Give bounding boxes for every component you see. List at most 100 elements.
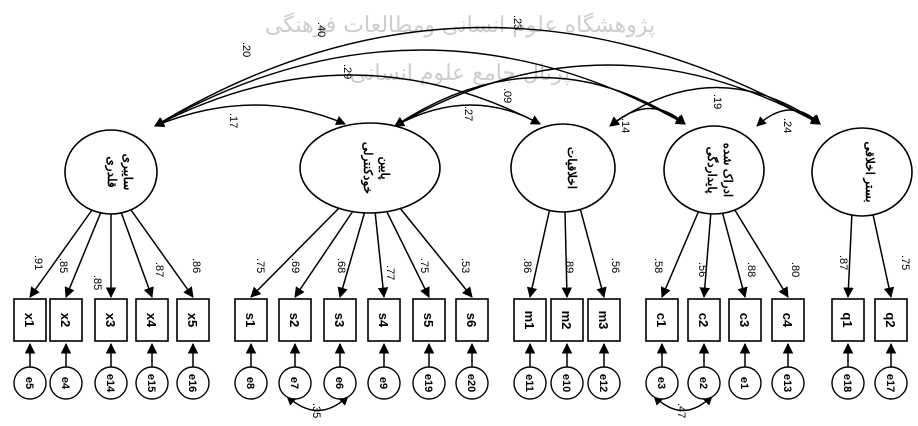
corr-curve-f3-f5 — [609, 86, 821, 127]
error-circle-e19 — [412, 366, 446, 400]
observed-box-s6 — [455, 298, 489, 342]
watermark-line-1: پژوهشگاه علوم انسانی ومطالعات فرهنگی — [265, 12, 655, 38]
corr-curve-f2-f5 — [394, 64, 821, 127]
loading-arrow — [843, 211, 854, 299]
loading-m2: .89 — [563, 258, 575, 273]
error-circle-e2 — [687, 366, 721, 400]
watermark-line-2: پرتال جامع علوم انسانی — [350, 61, 570, 86]
corr-label-f1-f3: .29 — [341, 64, 353, 79]
loading-q2: .75 — [899, 255, 911, 270]
observed-label-s6: s6 — [464, 313, 479, 327]
loading-arrow — [721, 210, 748, 299]
latent-label-line-2: ادراک شده — [720, 143, 735, 198]
error-circle-e3 — [645, 366, 679, 400]
loading-q1: .87 — [837, 255, 849, 270]
error-circle-e15 — [135, 366, 169, 400]
loading-arrow — [699, 210, 712, 299]
observed-label-m2: m2 — [559, 311, 574, 330]
observed-box-s3 — [323, 298, 357, 342]
observed-label-m1: m1 — [522, 311, 537, 330]
error-label-e7: e7 — [288, 377, 300, 389]
error-label-e17: e17 — [884, 374, 896, 392]
loading-s5: .75 — [418, 258, 430, 273]
loading-arrow — [294, 207, 356, 298]
observed-label-s1: s1 — [243, 313, 258, 327]
loading-x5: .86 — [190, 258, 202, 273]
observed-box-m2 — [550, 298, 584, 342]
loading-x2: .85 — [57, 258, 69, 273]
error-circle-e6 — [323, 366, 357, 400]
loading-arrow — [29, 209, 93, 298]
error-covariance-e7-e6 — [286, 395, 349, 412]
corr-curve-f4-f5 — [756, 109, 821, 127]
loading-c1: .58 — [652, 258, 664, 273]
observed-label-q1: q1 — [840, 312, 855, 327]
observed-box-m3 — [587, 298, 621, 342]
corr-label-f2-f5: .23 — [511, 15, 523, 30]
observed-box-c4 — [771, 298, 805, 342]
loading-arrow — [660, 207, 701, 298]
latent-ellipse — [811, 127, 913, 217]
error-label-e4: e4 — [59, 377, 71, 390]
error-circle-e14 — [94, 366, 128, 400]
observed-variables: x1 x2 x3 x4 x5 s1 s2 s3 s4 s5 s6 m1 m2 m… — [13, 298, 908, 342]
loading-arrow — [130, 209, 194, 298]
loading-m3: .56 — [609, 258, 621, 273]
corr-curve-f2-f4 — [394, 76, 686, 127]
loading-arrow — [526, 207, 551, 299]
factor-ethics: اخلاقیات — [510, 123, 616, 299]
observed-label-x1: x1 — [22, 313, 37, 327]
loading-arrow — [120, 211, 154, 298]
loading-c3: .88 — [745, 262, 757, 277]
observed-label-s5: s5 — [421, 313, 436, 327]
loading-s4: .77 — [384, 265, 396, 280]
error-label-e6: e6 — [333, 377, 345, 389]
loading-arrow — [871, 209, 895, 299]
latent-correlations — [154, 26, 821, 128]
error-label-e18: e18 — [841, 374, 853, 392]
corr-label-f1-f4: .20 — [240, 42, 252, 57]
latent-ellipse — [663, 125, 765, 215]
factor-cyberbullying: قلدری سایبری — [29, 129, 194, 299]
latent-label-line-2: پایین — [377, 156, 392, 180]
error-label-e20: e20 — [465, 374, 477, 392]
observed-box-s2 — [278, 298, 312, 342]
loading-arrow — [394, 201, 473, 298]
loading-x3: .85 — [91, 275, 103, 290]
observed-label-m3: m3 — [596, 311, 611, 330]
loading-arrow — [374, 210, 389, 299]
factor-low-self-control: خودکنترلی پایین — [250, 122, 473, 299]
corr-label-f3-f4: .14 — [619, 118, 631, 133]
error-label-e13: e13 — [781, 374, 793, 392]
observed-box-x2 — [49, 298, 83, 342]
corr-curve-f1-f5 — [154, 26, 821, 127]
observed-label-x3: x3 — [103, 313, 118, 327]
observed-box-s5 — [412, 298, 446, 342]
observed-box-x1 — [13, 298, 47, 342]
observed-label-c1: c1 — [654, 313, 669, 327]
corr-curve-f1-f3 — [154, 74, 541, 127]
observed-box-x4 — [135, 298, 169, 342]
latent-label-line-1: پایداردگی — [704, 147, 720, 194]
loading-arrow — [384, 207, 430, 298]
observed-label-c2: c2 — [696, 313, 711, 327]
error-covariance-label-e3-e2: .47 — [675, 403, 687, 418]
observed-label-s2: s2 — [287, 313, 302, 327]
error-label-e15: e15 — [145, 374, 157, 392]
error-circle-e7 — [278, 366, 312, 400]
observed-box-x5 — [176, 298, 210, 342]
latent-label-line-1: قلدری — [104, 156, 119, 187]
error-circle-e9 — [367, 366, 401, 400]
error-label-e10: e10 — [560, 374, 572, 392]
error-circle-e16 — [176, 366, 210, 400]
latent-ellipse — [510, 123, 616, 213]
loading-arrow — [579, 207, 607, 299]
observed-label-s4: s4 — [376, 313, 391, 328]
corr-curve-f1-f2 — [154, 104, 346, 128]
loading-arrow — [250, 201, 346, 298]
factor-ethical-context: بستر اخلاقی — [811, 127, 913, 299]
latent-ellipse — [64, 129, 158, 215]
loading-x1: .91 — [32, 255, 44, 270]
error-covariance-label-e7-e6: .35 — [310, 403, 322, 418]
